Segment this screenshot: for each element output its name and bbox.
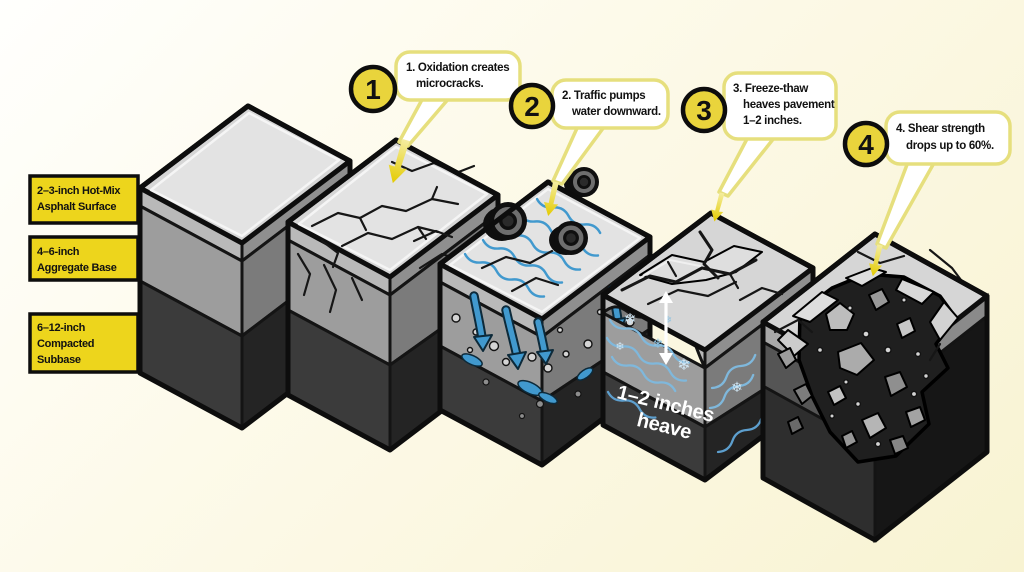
step-badge-2: 2 [508,82,556,130]
svg-text:2: 2 [524,91,540,122]
snowflake-icon: ❄ [624,311,637,328]
svg-text:1. Oxidation creates: 1. Oxidation creates [406,62,509,74]
block-stage-5-pothole [760,231,990,544]
svg-text:1: 1 [365,74,381,105]
tire-icon [483,202,527,241]
step-badge-3: 3 [680,86,728,134]
snowflake-icon: ❄ [731,379,743,395]
callout-tail [717,135,776,198]
svg-text:3: 3 [696,95,712,126]
callout-tail [397,94,452,148]
svg-text:Asphalt Surface: Asphalt Surface [37,201,116,213]
svg-text:1–2 inches.: 1–2 inches. [743,115,802,127]
pointer-arrow-4 [868,244,883,277]
svg-text:4–6-inch: 4–6-inch [37,246,80,258]
snowflake-icon: ❄ [664,315,672,326]
pointer-arrow-3 [711,192,725,222]
svg-text:Compacted: Compacted [37,338,94,350]
svg-text:4: 4 [858,129,874,160]
svg-text:Aggregate Base: Aggregate Base [37,262,117,274]
svg-text:microcracks.: microcracks. [416,78,483,90]
svg-text:6–12-inch: 6–12-inch [37,322,86,334]
measurement-arrow [659,291,673,365]
rubble-chunks [777,288,930,455]
pointer-arrow-1 [388,138,410,184]
svg-text:4. Shear strength: 4. Shear strength [896,123,985,135]
svg-text:2–3-inch Hot-Mix: 2–3-inch Hot-Mix [37,185,121,197]
layer-label-surface: 2–3-inch Hot-Mix Asphalt Surface [28,174,140,225]
step-badge-1: 1 [348,64,398,114]
step-badge-4: 4 [842,120,890,168]
callout-bubble-3: 3. Freeze-thaw heaves pavement 1–2 inche… [722,71,838,141]
svg-text:water downward.: water downward. [571,106,661,118]
snowflake-icon: ❄ [653,336,664,351]
snowflake-icon: ❄ [677,357,690,374]
layer-label-base: 4–6-inch Aggregate Base [28,235,140,282]
tire-icon [564,167,599,198]
callout-tail [875,160,936,250]
svg-text:Subbase: Subbase [37,354,81,366]
callout-bubble-2: 2. Traffic pumps water downward. [550,78,670,130]
tire-icon [549,221,588,255]
snowflake-icon: ❄ [615,341,624,353]
svg-text:heaves pavement: heaves pavement [743,99,835,111]
svg-text:2. Traffic pumps: 2. Traffic pumps [562,90,645,102]
svg-text:3. Freeze-thaw: 3. Freeze-thaw [733,83,808,95]
callout-bubble-1: 1. Oxidation creates microcracks. [394,50,522,102]
layer-label-subbase: 6–12-inch Compacted Subbase [28,312,140,374]
pointer-arrow-2 [543,181,559,216]
svg-text:drops up to 60%.: drops up to 60%. [906,140,994,152]
callout-bubble-4: 4. Shear strength drops up to 60%. [884,110,1012,166]
